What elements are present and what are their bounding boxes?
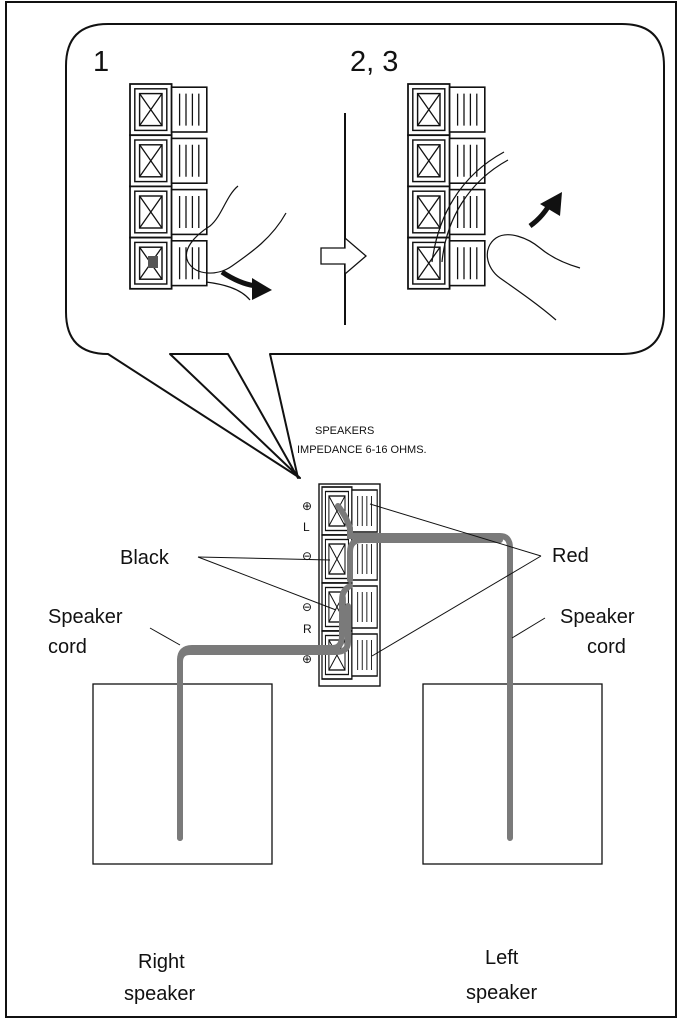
right-speaker-label-2: speaker: [124, 983, 195, 1005]
step-1-label: 1: [93, 46, 109, 78]
left-speaker-cord: [335, 503, 513, 841]
speaker-cord-label-left-1: Speaker: [48, 606, 123, 628]
black-label: Black: [120, 547, 170, 569]
arrow-right-outline-icon: [320, 236, 367, 276]
right-speaker-cord: [177, 583, 353, 841]
channel-left-label: L: [303, 520, 310, 534]
speaker-cord-label-right-1: Speaker: [560, 606, 635, 628]
plus-symbol-right: ⊕: [302, 652, 312, 666]
callout-bubble: [65, 23, 665, 479]
left-speaker-label-2: speaker: [466, 982, 537, 1004]
red-label: Red: [552, 545, 589, 567]
minus-symbol-left: ⊖: [302, 549, 312, 563]
speaker-cord-label-right-2: cord: [587, 636, 626, 658]
finger-icon-release: [486, 234, 581, 321]
curved-arrow-down-icon: [220, 269, 272, 300]
speaker-cord-label-left-2: cord: [48, 636, 87, 658]
panel-title-line2: IMPEDANCE 6-16 OHMS.: [297, 444, 427, 456]
right-speaker-label-1: Right: [138, 951, 185, 973]
plus-symbol-left: ⊕: [302, 499, 312, 513]
curved-arrow-up-icon: [528, 192, 562, 229]
panel-title-line1: SPEAKERS: [315, 425, 374, 437]
inserted-wire: [431, 151, 509, 263]
cord-left-leader: [149, 627, 181, 646]
step1-terminal-strip: [129, 83, 208, 290]
channel-right-label: R: [303, 622, 312, 636]
red-leader-lines: [369, 503, 542, 657]
left-speaker-label-1: Left: [485, 947, 519, 969]
outer-frame: [5, 1, 677, 1018]
black-leader-lines: [197, 556, 337, 611]
finger-icon: [185, 185, 287, 301]
cord-right-leader: [511, 617, 546, 639]
step-2-3-label: 2, 3: [350, 46, 398, 78]
minus-symbol-right: ⊖: [302, 600, 312, 614]
